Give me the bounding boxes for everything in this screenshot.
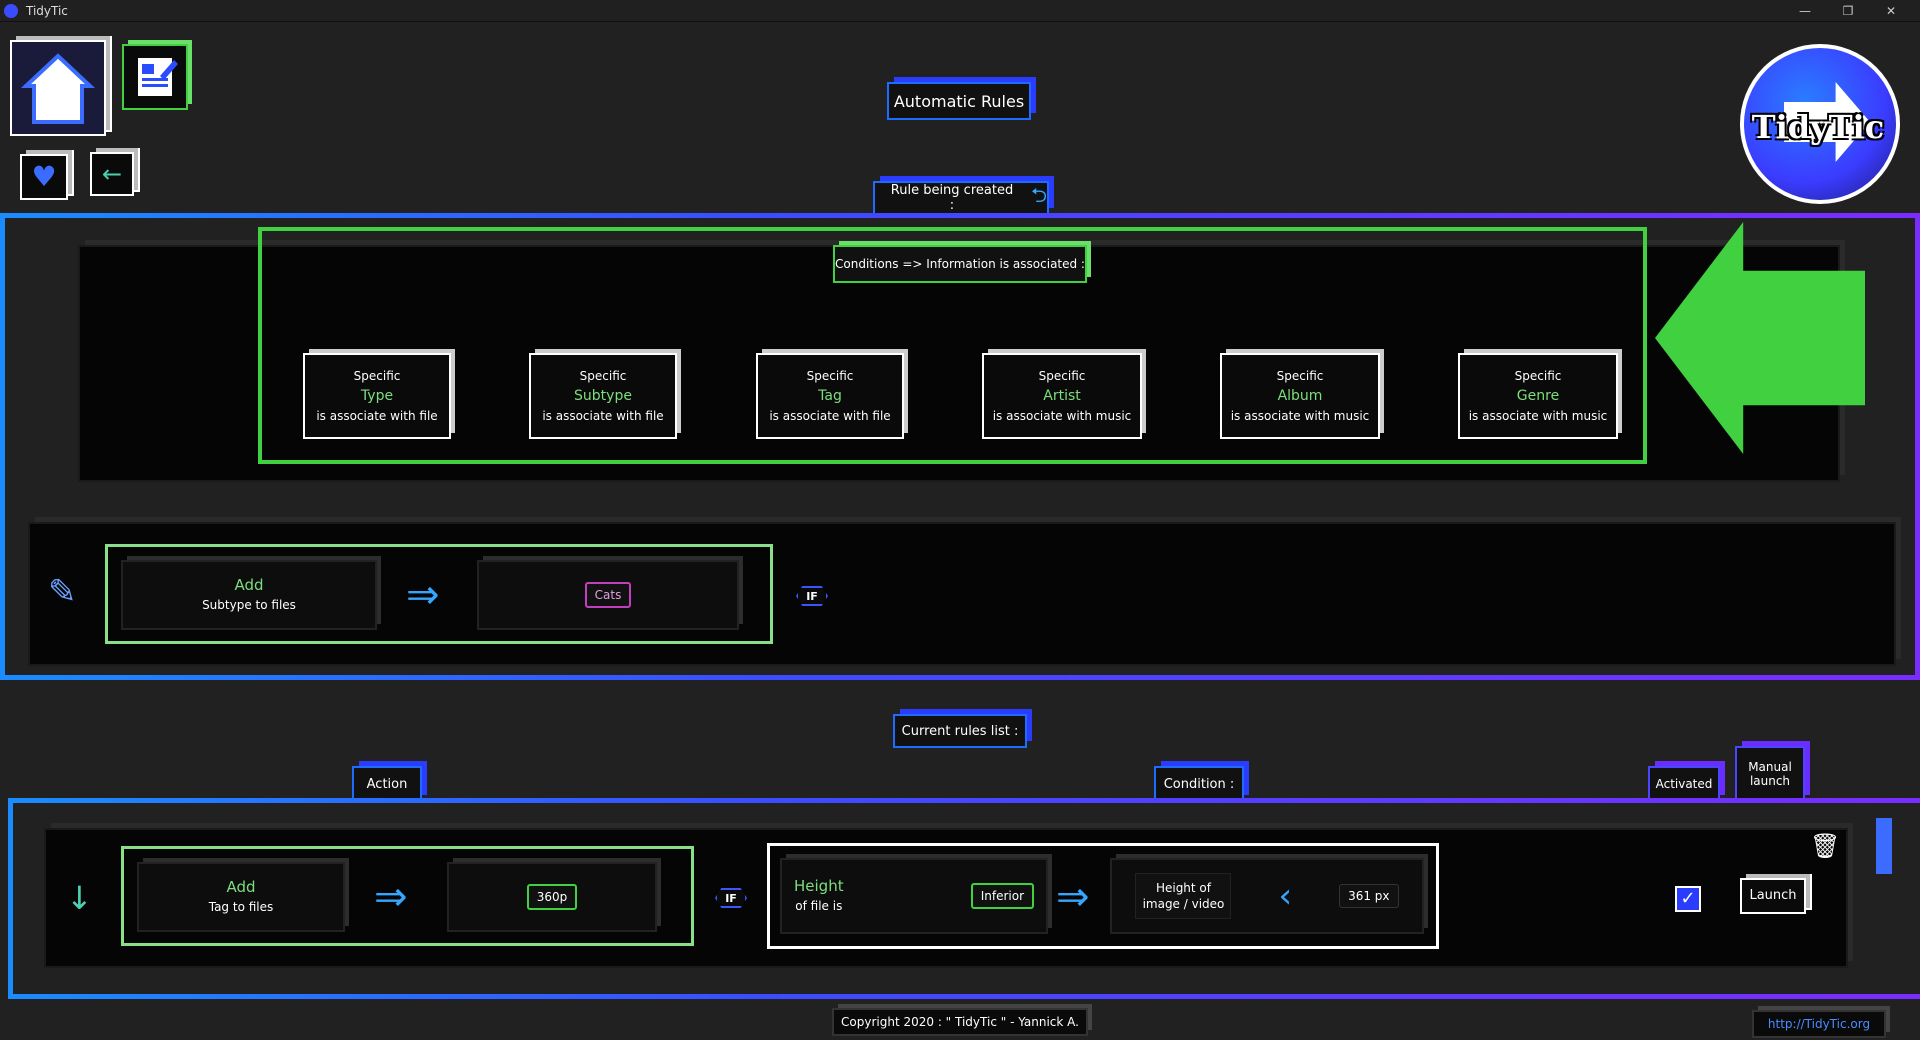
tidytic-logo: TidyTic — [1740, 44, 1900, 204]
website-link[interactable]: http://TidyTic.org — [1752, 1010, 1886, 1038]
column-action: Action — [352, 766, 422, 802]
rules-editor-button[interactable] — [122, 44, 188, 110]
column-condition: Condition : — [1154, 766, 1244, 802]
rule-condition-frame — [767, 843, 1439, 949]
double-arrow-right-icon: ⇒ — [406, 572, 440, 618]
home-button[interactable] — [10, 40, 106, 136]
rules-bottom-bar — [8, 994, 1920, 999]
action-value-chip: Cats — [584, 582, 632, 608]
launch-button[interactable]: Launch — [1740, 878, 1806, 914]
creation-bottom-bar — [0, 675, 1920, 680]
rule-action-value-chip: 360p — [526, 884, 578, 910]
column-manual-launch: Manual launch — [1735, 746, 1805, 802]
creation-left-bar — [0, 213, 5, 678]
rules-scrollbar[interactable] — [1876, 818, 1892, 874]
condition-subject: Height of image / video — [1135, 873, 1232, 919]
condition-card-album[interactable]: Specific Album is associate with music — [1220, 353, 1380, 439]
rule-double-arrow-icon: ⇒ — [374, 874, 408, 920]
creation-top-bar — [0, 213, 1920, 218]
rules-top-bar — [8, 798, 1920, 803]
condition-card-tag[interactable]: Specific Tag is associate with file — [756, 353, 904, 439]
current-rules-label: Current rules list : — [893, 714, 1027, 748]
creation-right-bar — [1915, 213, 1920, 678]
back-button[interactable]: ← — [90, 152, 134, 196]
condition-card-genre[interactable]: Specific Genre is associate with music — [1458, 353, 1618, 439]
rule-action-value-box[interactable]: 360p — [447, 862, 657, 932]
restore-button[interactable]: ❐ — [1842, 4, 1854, 18]
minimize-button[interactable]: — — [1799, 4, 1811, 18]
condition-card-type[interactable]: Specific Type is associate with file — [303, 353, 451, 439]
rule-action-verb-box[interactable]: Add Tag to files — [137, 862, 345, 932]
rule-condition-field-box[interactable]: Height of file is Inferior — [780, 858, 1048, 934]
title-bar: TidyTic — ❐ ✕ — [0, 0, 1920, 22]
pencil-icon[interactable]: ✎ — [48, 572, 77, 612]
favorites-button[interactable]: ♥ — [20, 154, 68, 200]
logo-text: TidyTic — [1751, 108, 1885, 146]
rule-if-badge: IF — [715, 888, 747, 908]
condition-card-artist[interactable]: Specific Artist is associate with music — [982, 353, 1142, 439]
rule-being-created-label: Rule being created : ⮌ — [873, 181, 1049, 215]
column-activated: Activated — [1648, 766, 1720, 802]
rule-action-frame — [121, 846, 694, 946]
condition-operator-chip[interactable]: Inferior — [970, 883, 1034, 909]
chevron-down-icon[interactable]: ↓ — [66, 879, 93, 917]
app-icon — [4, 4, 18, 18]
activated-checkbox[interactable]: ✓ — [1675, 886, 1701, 912]
less-than-icon: ‹ — [1278, 876, 1293, 916]
undo-icon[interactable]: ⮌ — [1030, 183, 1047, 207]
action-value-box[interactable]: Cats — [477, 560, 739, 630]
close-button[interactable]: ✕ — [1885, 4, 1897, 18]
action-frame — [105, 544, 773, 644]
conditions-frame — [258, 227, 1647, 464]
condition-card-subtype[interactable]: Specific Subtype is associate with file — [529, 353, 677, 439]
arrow-left-icon: ← — [101, 160, 123, 188]
action-verb-box[interactable]: Add Subtype to files — [121, 560, 377, 630]
page-title: Automatic Rules — [887, 82, 1031, 120]
rules-left-bar — [8, 798, 13, 998]
copyright-label: Copyright 2020 : " TidyTic " - Yannick A… — [832, 1008, 1088, 1036]
rule-condition-arrow-icon: ⇒ — [1056, 874, 1090, 920]
condition-value-chip: 361 px — [1339, 884, 1399, 908]
trash-icon[interactable]: 🗑 — [1810, 832, 1841, 860]
document-edit-icon — [138, 58, 178, 96]
rule-condition-value-box[interactable]: Height of image / video ‹ 361 px — [1110, 858, 1424, 934]
heart-icon: ♥ — [31, 160, 57, 193]
window-title: TidyTic — [26, 4, 68, 18]
conditions-label: Conditions => Information is associated … — [833, 245, 1087, 283]
home-icon — [20, 53, 96, 124]
if-badge: IF — [796, 586, 828, 606]
